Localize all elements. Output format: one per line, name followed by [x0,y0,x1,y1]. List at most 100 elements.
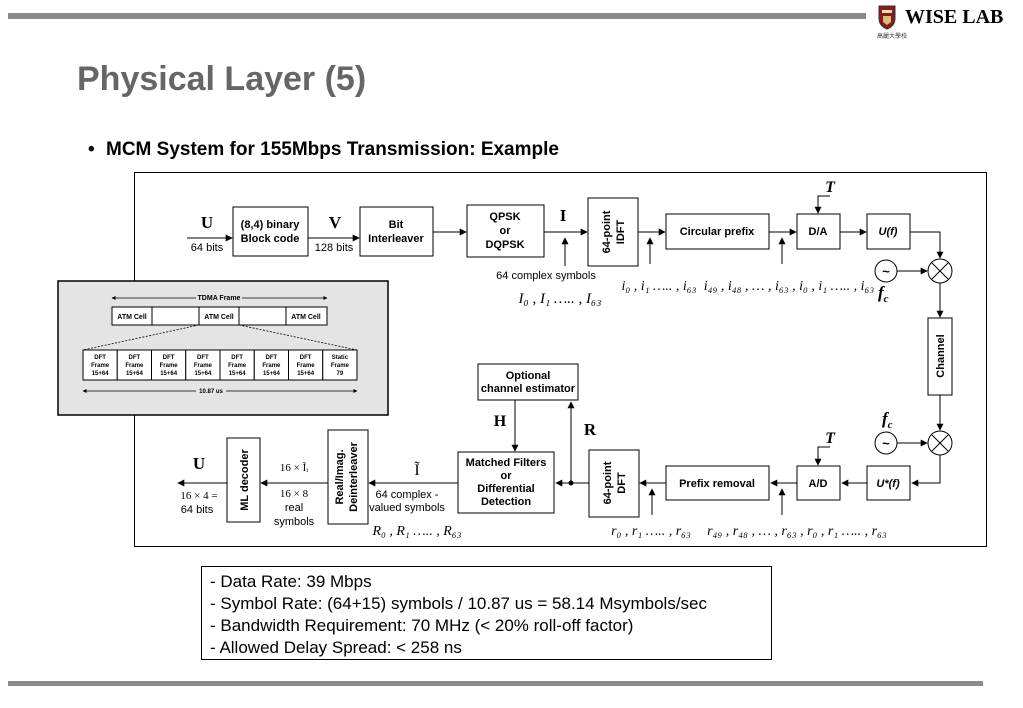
matched-line2: or [501,470,513,482]
wise-lab-logo: WISE LAB 高麗大學校 [877,4,1017,40]
bullet-point: •MCM System for 155Mbps Transmission: Ex… [88,139,559,161]
dft-frame-text: 15+64 [263,371,281,377]
idft-box [587,197,639,267]
interleaver-line2: Interleaver [368,233,424,245]
output-bits-line2: 64 bits [181,504,214,516]
channel-box [927,317,953,396]
dft-frame-box [322,349,358,381]
complex-valued-line2: valued symbols [369,502,445,514]
dft-frame-row: DFT Frame 15+64 DFT Frame 15+64 DFT Frame 15+64 D… [82,349,358,381]
sixteen-i-label: 16 × Ĩᵢ [280,462,308,474]
real-symbols-line3: symbols [274,516,315,528]
rx-osc-glyph: ~ [882,436,890,451]
deinterleaver-line2: Deinterleaver [348,441,360,511]
tdma-gap-1 [151,306,200,326]
v-symbol: V [329,213,342,232]
h-symbol: H [494,413,507,430]
ml-decoder-box [226,437,261,523]
uf-label: U(f) [879,226,898,238]
tdma-gap-2 [238,306,287,326]
block-code-line1: (8,4) binary [241,219,301,231]
dft-frame-box [185,349,221,381]
input-u-symbol: U [201,213,213,232]
i-tilde-symbol: Ĩ [414,461,420,479]
matched-filter-box [457,451,555,514]
dft-frame-text: Frame [262,363,281,369]
dft-frame-text: Frame [297,363,316,369]
dft-frame-box [219,349,255,381]
circular-prefix-label: Circular prefix [680,226,755,238]
dft-frame-text: DFT [231,355,243,361]
interleaver-box [359,206,434,257]
block-code-line2: Block code [241,233,300,245]
i-caps-sequence: I₀ , I₁ ….. , I₆₃ [518,291,602,307]
deinterleaver-line1: Real/Imag. [334,449,346,504]
matched-line1: Matched Filters [466,457,547,469]
dft-frame-text: DFT [129,355,141,361]
prefix-removal-label: Prefix removal [679,478,755,490]
output-u-symbol: U [193,454,205,473]
dft-frame-text: 15+64 [92,371,110,377]
dft-frame-text: 15+64 [194,371,212,377]
dft-frame-text: Frame [228,363,247,369]
matched-line3: Differential [477,483,534,495]
dft-line1: 64-point [602,461,614,504]
info-box: - Data Rate: 39 Mbps - Symbol Rate: (64+… [201,566,772,660]
tx-fc-label: fc [878,283,889,305]
university-crest-icon [878,5,896,30]
channel-estimator-box [477,363,579,401]
modulator-line1: QPSK [489,211,520,223]
cyclic-sequence: i₄₉ , i₄₈ , … , i₆₃ , i₀ , i₁ ….. , i₆₃ [704,279,875,294]
dft-frame-box [116,349,152,381]
tx-t-label: T [825,179,836,196]
complex-symbols-label: 64 complex symbols [496,270,596,282]
dft-frame-text: Frame [331,363,350,369]
dft-frame-text: 15+64 [160,371,178,377]
info-line-symbol-rate: - Symbol Rate: (64+15) symbols / 10.87 u… [210,594,708,613]
modulator-line3: DQPSK [485,239,524,251]
channel-label: Channel [935,334,947,377]
logo-text: WISE LAB [905,6,1004,28]
dft-frame-text: DFT [300,355,312,361]
top-divider-bar [8,13,866,19]
dft-frame-text: Frame [91,363,110,369]
atm-cell-1: ATM Cell [117,314,146,321]
dft-frame-text: 79 [337,371,344,377]
i-lower-sequence: i₀ , i₁ ….. , i₆₃ [621,279,696,294]
input-bits-label: 64 bits [191,242,224,254]
estimator-line2: channel estimator [481,383,576,395]
deinterleaver-box [327,429,369,525]
atm-cell-3: ATM Cell [291,314,320,321]
modulator-box [466,204,545,258]
tdma-duration-label: 10.87 us [199,389,223,395]
tdma-frame-inset: TDMA Frame ATM Cell ATM Cell ATM Cell DF… [57,280,389,416]
dft-frame-text: DFT [94,355,106,361]
uf-box [866,213,911,250]
info-line-delay-spread: - Allowed Delay Spread: < 258 ns [210,638,462,657]
dft-frame-text: DFT [266,355,278,361]
da-label: D/A [809,226,828,238]
dft-frame-text: Frame [160,363,179,369]
r-symbol: R [584,420,597,439]
i-symbol: I [560,206,567,225]
ad-box [796,465,841,501]
real-symbols-line1: 16 × 8 [280,488,309,500]
matched-line4: Detection [481,496,531,508]
info-line-data-rate: - Data Rate: 39 Mbps [210,572,372,591]
dft-frame-box [288,349,324,381]
dft-frame-box [82,349,118,381]
info-line-bandwidth: - Bandwidth Requirement: 70 MHz (< 20% r… [210,616,634,635]
r-sequence: r₄₉ , r₄₈ , … , r₆₃ , r₀ , r₁ ….. , r₆₃ [707,524,887,539]
rx-t-label: T [825,430,836,447]
modulator-line2: or [500,225,512,237]
prefix-removal-box [665,465,770,501]
dft-frame-text: 15+64 [297,371,315,377]
dft-box [588,449,640,518]
dft-frame-text: 15+64 [126,371,144,377]
interleaver-line1: Bit [389,219,404,231]
dft-frame-text: 15+64 [229,371,247,377]
ml-decoder-label: ML decoder [239,449,251,511]
v-bits-label: 128 bits [315,242,354,254]
idft-line2: IDFT [615,220,627,245]
